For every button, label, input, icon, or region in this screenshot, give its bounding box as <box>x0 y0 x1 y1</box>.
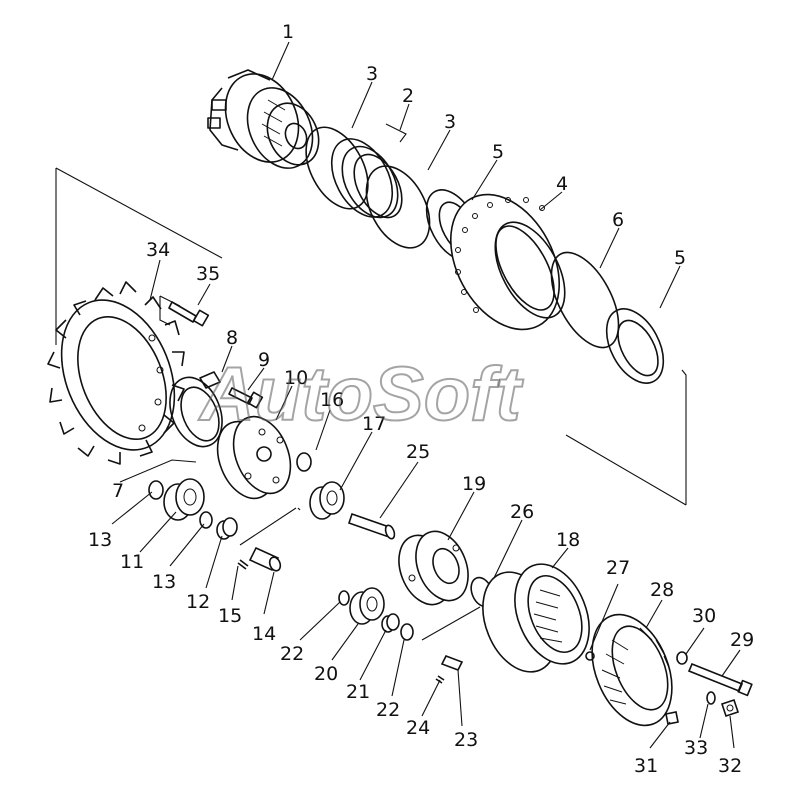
gear-20 <box>349 587 385 625</box>
watermark: AutoSoft <box>198 352 523 437</box>
washer-22b <box>400 623 414 641</box>
label-30: 30 <box>692 605 716 627</box>
bolt-9 <box>228 387 264 409</box>
carrier-10 <box>216 415 292 500</box>
label-13a: 13 <box>88 529 112 551</box>
pin-14 <box>248 546 282 572</box>
label-7: 7 <box>112 480 124 502</box>
label-16: 16 <box>320 389 344 411</box>
carrier-19 <box>398 530 469 606</box>
label-2: 2 <box>402 85 414 107</box>
pin-15 <box>237 559 249 570</box>
gear-17 <box>309 481 345 520</box>
label-17: 17 <box>362 413 386 435</box>
label-11: 11 <box>120 551 144 573</box>
ring-7 <box>169 376 223 448</box>
lock-plate-8 <box>199 371 221 389</box>
label-22b: 22 <box>376 699 400 721</box>
washer-13b <box>199 511 213 529</box>
label-3a: 3 <box>366 63 378 85</box>
label-33: 33 <box>684 737 708 759</box>
label-1: 1 <box>282 21 294 43</box>
housing-4 <box>449 193 566 331</box>
label-14: 14 <box>252 623 276 645</box>
label-29: 29 <box>730 629 754 651</box>
label-9: 9 <box>258 349 270 371</box>
label-5b: 5 <box>674 247 686 269</box>
label-19: 19 <box>462 473 486 495</box>
label-6: 6 <box>612 209 624 231</box>
label-5a: 5 <box>492 141 504 163</box>
gear-11 <box>163 478 205 521</box>
bolt-29 <box>687 662 753 697</box>
label-31: 31 <box>634 755 658 777</box>
label-3b: 3 <box>444 111 456 133</box>
assembly-lines <box>55 167 687 641</box>
cover-28 <box>591 613 673 727</box>
bolt-35 <box>168 301 210 327</box>
washer-33 <box>706 691 716 705</box>
label-10: 10 <box>284 367 308 389</box>
label-21: 21 <box>346 681 370 703</box>
label-25: 25 <box>406 441 430 463</box>
label-8: 8 <box>226 327 238 349</box>
plug-27 <box>585 651 595 661</box>
pin-24 <box>435 675 445 684</box>
washer-13a <box>148 480 164 500</box>
bearing-ring-5b <box>605 308 665 384</box>
label-27: 27 <box>606 557 630 579</box>
part-labels: 1 2 3 3 4 5 5 6 7 8 9 10 11 12 13 13 14 … <box>88 21 754 777</box>
label-23: 23 <box>454 729 478 751</box>
label-34: 34 <box>146 239 170 261</box>
label-26: 26 <box>510 501 534 523</box>
leader-lines <box>111 41 741 749</box>
plug-31 <box>665 711 679 725</box>
label-22a: 22 <box>280 643 304 665</box>
washer-30 <box>676 651 688 665</box>
washer-22a <box>338 590 350 606</box>
motor-assembly <box>207 69 320 169</box>
label-13b: 13 <box>152 571 176 593</box>
label-32: 32 <box>718 755 742 777</box>
shaft-25 <box>347 512 396 540</box>
label-35: 35 <box>196 263 220 285</box>
label-4: 4 <box>556 173 568 195</box>
pin-23 <box>440 654 464 672</box>
label-18: 18 <box>556 529 580 551</box>
seal-rings <box>305 126 431 249</box>
label-12: 12 <box>186 591 210 613</box>
ring-gear-18 <box>482 563 590 673</box>
bearing-12 <box>216 517 238 540</box>
label-15: 15 <box>218 605 242 627</box>
label-28: 28 <box>650 579 674 601</box>
label-24: 24 <box>406 717 430 739</box>
plug-32 <box>720 698 740 718</box>
label-20: 20 <box>314 663 338 685</box>
washer-16 <box>296 452 312 472</box>
bearing-21 <box>381 613 400 633</box>
